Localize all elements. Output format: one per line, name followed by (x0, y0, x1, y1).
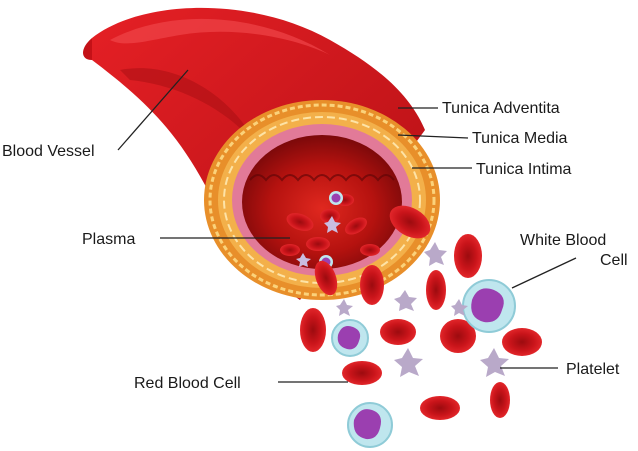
label-red-blood-cell: Red Blood Cell (134, 375, 241, 392)
label-platelet: Platelet (566, 361, 620, 378)
leader-tunica-media (397, 134, 469, 139)
lumen (242, 135, 402, 269)
label-white-blood-cell-line2: Cell (600, 252, 628, 269)
platelet-shape (424, 242, 447, 266)
labels: Blood Vessel Tunica Adventita Tunica Med… (2, 100, 628, 392)
label-plasma: Plasma (82, 231, 135, 248)
vessel-end-cap (83, 38, 92, 60)
leader-lines (117, 69, 577, 383)
red-blood-cell (389, 205, 431, 239)
vessel-cross-section (204, 100, 440, 300)
white-blood-cell (347, 402, 393, 448)
red-blood-cell (314, 260, 338, 296)
label-tunica-adventita: Tunica Adventita (442, 100, 560, 117)
lumen-wavy-edge (249, 174, 395, 182)
platelet-shape (480, 348, 509, 377)
white-blood-cell (462, 279, 516, 333)
lumen-rbc (286, 213, 314, 231)
red-blood-cell (420, 396, 460, 420)
red-blood-cell (300, 308, 326, 352)
platelet-shape (394, 290, 417, 311)
red-blood-cell (426, 270, 446, 310)
escaping-blood-cells (300, 205, 542, 448)
tunica-adventita-texture (208, 103, 436, 297)
lumen-rbc (306, 237, 330, 251)
tunica-media-texture (223, 116, 421, 284)
red-blood-cell (490, 382, 510, 418)
platelet-shape (394, 348, 423, 377)
lumen-platelet (296, 253, 311, 267)
leader-blood-vessel (117, 69, 189, 151)
lumen-rbc (345, 217, 367, 235)
red-blood-cell (454, 234, 482, 278)
label-tunica-intima: Tunica Intima (476, 161, 572, 178)
leader-white-blood-cell (511, 257, 577, 289)
white-blood-cell (331, 319, 369, 357)
red-blood-cell (342, 361, 382, 385)
lumen-rbc (360, 244, 380, 256)
red-blood-cell (502, 328, 542, 356)
vessel-highlight (110, 18, 330, 55)
lumen-rbc (280, 244, 300, 256)
red-blood-cell (380, 319, 416, 345)
label-blood-vessel: Blood Vessel (2, 143, 95, 160)
red-blood-cell (440, 319, 476, 353)
label-tunica-media: Tunica Media (472, 130, 568, 147)
lumen-platelet (324, 216, 341, 233)
lumen-rbc (320, 209, 340, 223)
label-white-blood-cell-line1: White Blood (520, 232, 606, 249)
vessel-shadow-stripe (120, 68, 260, 150)
platelet-shape (451, 299, 468, 316)
red-blood-cell (360, 265, 384, 305)
lumen-wbc-nucleus (331, 193, 341, 203)
platelet-shape (336, 299, 353, 316)
